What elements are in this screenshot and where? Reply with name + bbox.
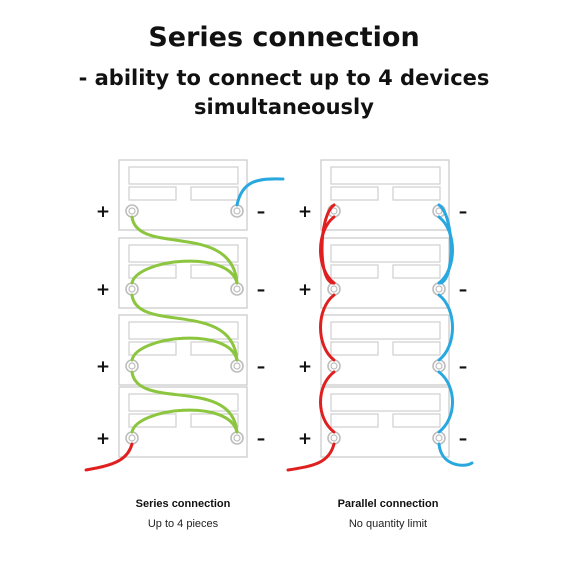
parallel-positive-lead (286, 442, 336, 472)
negative-terminal-inner (233, 434, 241, 442)
negative-terminal-inner (435, 207, 443, 215)
device-port-slot (330, 264, 379, 279)
plus-sign: + (298, 202, 312, 222)
device-unit (320, 159, 450, 231)
device-port-slot (392, 186, 441, 201)
series-link-wire (130, 215, 239, 285)
positive-terminal-inner (330, 207, 338, 215)
plus-sign: + (96, 202, 110, 222)
minus-sign: – (459, 202, 468, 222)
positive-terminal-inner (128, 434, 136, 442)
device-unit (118, 159, 248, 231)
plus-sign: + (96, 357, 110, 377)
device-port-slot (128, 413, 177, 428)
series-link-wire (130, 259, 239, 285)
series-link-wire (130, 408, 239, 434)
negative-terminal-inner (233, 362, 241, 370)
device-unit (320, 314, 450, 386)
series-link-wire (130, 336, 239, 362)
parallel-positive-wire (320, 203, 336, 285)
device-port-slot (330, 413, 379, 428)
parallel-caption-title: Parallel connection (337, 498, 439, 510)
device-port-slot (128, 341, 177, 356)
positive-terminal-inner (330, 285, 338, 293)
series-caption-title: Series connection (135, 498, 231, 510)
series-caption-subtitle: Up to 4 pieces (147, 518, 219, 530)
minus-sign: – (459, 357, 468, 377)
minus-sign: – (257, 429, 266, 449)
subtitle-line-1: - ability to connect up to 4 devices (78, 66, 490, 90)
plus-sign: + (298, 357, 312, 377)
series-link-wire (130, 370, 239, 434)
device-port-slot (128, 264, 177, 279)
minus-sign: – (459, 429, 468, 449)
device-port-slot (330, 341, 379, 356)
device-display-slot (330, 393, 441, 412)
positive-terminal-inner (330, 434, 338, 442)
parallel-negative-wire (437, 203, 453, 285)
parallel-negative-lead (437, 442, 474, 467)
device-port-slot (392, 341, 441, 356)
device-port-slot (330, 186, 379, 201)
subtitle-line-2: simultaneously (194, 95, 374, 119)
device-unit (118, 386, 248, 458)
minus-sign: – (257, 357, 266, 377)
device-display-slot (128, 166, 239, 185)
device-display-slot (330, 166, 441, 185)
plus-sign: + (96, 280, 110, 300)
positive-terminal-inner (128, 285, 136, 293)
device-port-slot (190, 186, 239, 201)
series-negative-lead (235, 177, 285, 207)
device-unit (320, 237, 450, 309)
page-subtitle: - ability to connect up to 4 devices sim… (0, 64, 568, 122)
page-title: Series connection (148, 22, 420, 53)
plus-sign: + (298, 429, 312, 449)
negative-terminal-inner (233, 285, 241, 293)
device-port-slot (128, 186, 177, 201)
series-positive-lead (84, 442, 134, 472)
parallel-caption-subtitle: No quantity limit (348, 518, 428, 530)
minus-sign: – (257, 280, 266, 300)
positive-terminal-inner (330, 362, 338, 370)
negative-terminal-inner (435, 362, 443, 370)
device-port-slot (392, 413, 441, 428)
series-link-wire (130, 293, 239, 362)
negative-terminal-inner (435, 434, 443, 442)
minus-sign: – (459, 280, 468, 300)
device-display-slot (330, 321, 441, 340)
plus-sign: + (96, 429, 110, 449)
positive-terminal-inner (128, 207, 136, 215)
device-display-slot (330, 244, 441, 263)
plus-sign: + (298, 280, 312, 300)
positive-terminal-inner (128, 362, 136, 370)
device-unit (320, 386, 450, 458)
negative-terminal-inner (435, 285, 443, 293)
minus-sign: – (257, 202, 266, 222)
negative-terminal-inner (233, 207, 241, 215)
device-port-slot (392, 264, 441, 279)
